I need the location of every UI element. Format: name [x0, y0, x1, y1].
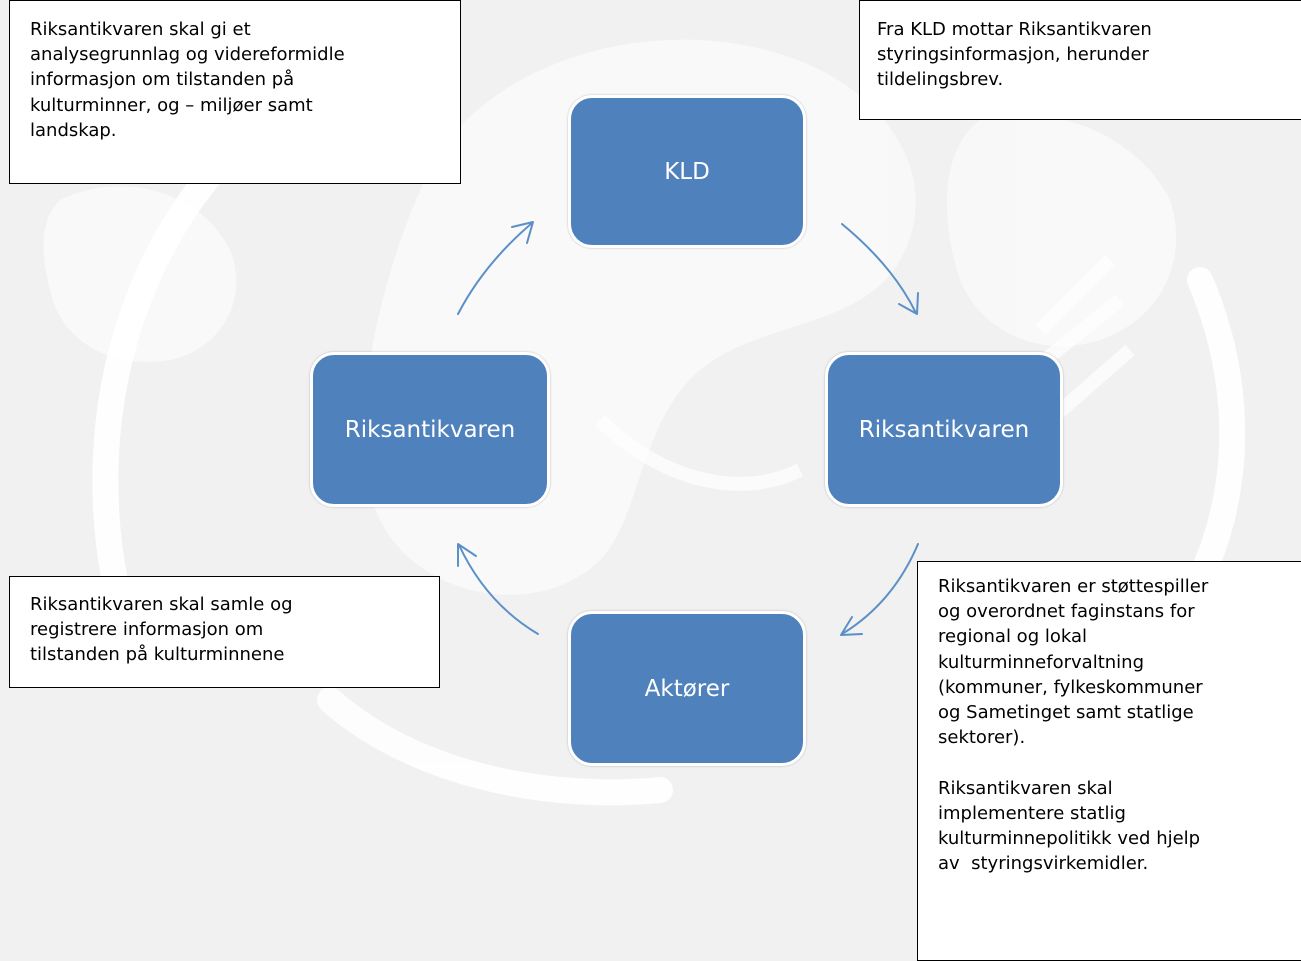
arrowhead-riksantikvaren-to-aktorer	[840, 616, 863, 636]
arrow-kld-to-riksantikvaren	[841, 223, 917, 314]
arrow-riksantikvaren-to-aktorer	[841, 543, 919, 635]
node-riksantikvaren-right-label: Riksantikvaren	[858, 416, 1030, 443]
note-support-role: Riksantikvaren er støttespiller og overo…	[917, 561, 1301, 961]
node-riksantikvaren-left: Riksantikvaren	[310, 352, 550, 507]
arrow-riksantikvaren-to-kld	[457, 222, 533, 315]
arrowhead-riksantikvaren-to-kld	[511, 221, 534, 244]
note-steering-information: Fra KLD mottar Riksantikvaren styringsin…	[859, 0, 1301, 120]
node-kld: KLD	[568, 95, 806, 248]
node-kld-label: KLD	[664, 158, 710, 185]
node-aktorer-label: Aktører	[644, 675, 730, 702]
arrowhead-aktorer-to-riksantikvaren	[457, 543, 477, 567]
note-analysis-basis: Riksantikvaren skal gi et analysegrunnla…	[9, 0, 461, 184]
arrowhead-kld-to-riksantikvaren	[898, 292, 919, 315]
note-collect-register: Riksantikvaren skal samle og registrere …	[9, 576, 440, 688]
node-riksantikvaren-right: Riksantikvaren	[825, 352, 1063, 507]
node-aktorer: Aktører	[568, 611, 806, 766]
node-riksantikvaren-left-label: Riksantikvaren	[344, 416, 516, 443]
arrow-aktorer-to-riksantikvaren	[458, 544, 539, 635]
